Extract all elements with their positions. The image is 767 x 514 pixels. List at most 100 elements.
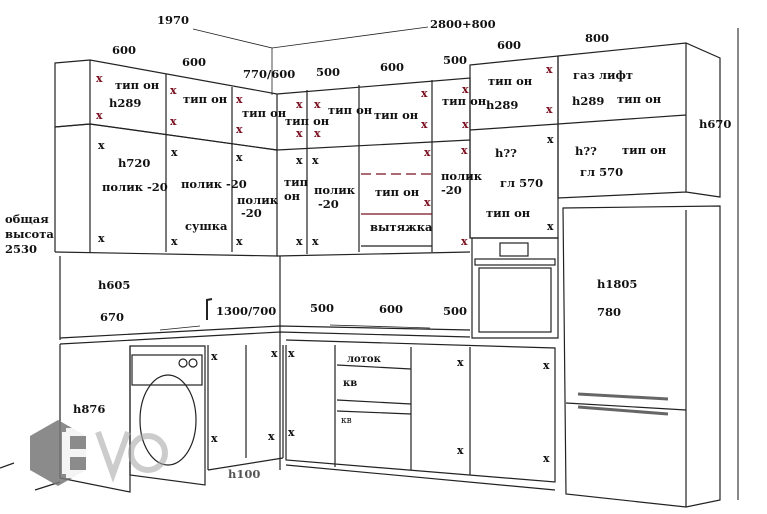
dim-total-height: общая [5, 212, 49, 226]
note-shelf: -20 [441, 183, 462, 197]
note-push-open: тип он [183, 92, 228, 106]
note-drawer: кв [341, 416, 352, 426]
dim-upper-height: h289 [486, 98, 519, 112]
note-shelf: полик [314, 183, 356, 197]
note-push-open: тип [284, 175, 309, 189]
dim-total-left: 1970 [157, 13, 190, 27]
note-push-open: тип он [115, 78, 160, 92]
hinge-mark: x [312, 154, 319, 167]
dim-fridge-width: 780 [597, 305, 622, 319]
hinge-mark: x [96, 109, 103, 122]
hinge-mark: x [268, 430, 275, 443]
dim-total-height: 2530 [5, 242, 38, 256]
note-push-open: тип он [442, 94, 487, 108]
note-push-open: тип он [285, 114, 330, 128]
dim-total-right: 2800+800 [430, 17, 496, 31]
hinge-mark: x [288, 426, 295, 439]
hinge-mark: x [296, 127, 303, 140]
hinge-mark: x [461, 144, 468, 157]
dim-wall-height: h720 [118, 156, 151, 170]
dim-unknown-height: h?? [575, 144, 597, 158]
hinge-mark: x [421, 87, 428, 100]
dim-upper-width: 600 [497, 38, 522, 52]
note-dryer: сушка [185, 219, 228, 233]
dim-upper-width: 600 [182, 55, 207, 69]
hinge-mark: x [457, 356, 464, 369]
dim-upper-width: 500 [316, 65, 341, 79]
note-drawer: кв [343, 378, 358, 389]
hinge-mark: x [546, 63, 553, 76]
dim-total-height: высота [5, 227, 54, 241]
dim-base-height: h876 [73, 402, 106, 416]
hinge-mark: x [288, 347, 295, 360]
hinge-mark: x [236, 235, 243, 248]
hinge-mark: x [98, 232, 105, 245]
dim-upper-height: h289 [572, 94, 605, 108]
dim-backsplash-width: 670 [100, 310, 125, 324]
hinge-mark: x [98, 139, 105, 152]
note-shelf: полик [441, 169, 483, 183]
dim-upper-width: 600 [380, 60, 405, 74]
hinge-mark: x [547, 133, 554, 146]
note-shelf: полик -20 [181, 177, 247, 191]
hinge-mark: x [211, 350, 218, 363]
hinge-mark: x [314, 127, 321, 140]
dim-upper-width: 800 [585, 31, 610, 45]
note-push-open: тип он [488, 74, 533, 88]
note-shelf: -20 [318, 197, 339, 211]
dim-right-upper-height: h670 [699, 117, 732, 131]
hinge-mark: x [547, 220, 554, 233]
dim-depth: гл 570 [580, 165, 624, 179]
hinge-mark: x [296, 154, 303, 167]
note-shelf: полик -20 [102, 180, 168, 194]
hinge-mark: x [457, 444, 464, 457]
hinge-mark: x [211, 432, 218, 445]
note-hood: вытяжка [370, 220, 433, 234]
dim-lower-width: 500 [310, 301, 335, 315]
note-tray: лоток [347, 354, 381, 365]
note-shelf: -20 [241, 206, 262, 220]
hinge-mark: x [424, 196, 431, 209]
hinge-mark: x [314, 98, 321, 111]
hinge-mark: x [421, 118, 428, 131]
hinge-mark: x [462, 83, 469, 96]
dim-depth: гл 570 [500, 176, 544, 190]
hinge-mark: x [296, 98, 303, 111]
hinge-mark: x [171, 146, 178, 159]
dim-fridge-height: h1805 [597, 277, 638, 291]
note-push-open: он [284, 189, 301, 203]
hinge-mark: x [543, 359, 550, 372]
note-push-open: тип он [328, 103, 373, 117]
note-push-open: тип он [374, 108, 419, 122]
hinge-mark: x [543, 452, 550, 465]
hinge-mark: x [236, 123, 243, 136]
hinge-mark: x [171, 235, 178, 248]
evo-logo-icon [30, 420, 168, 486]
dim-backsplash-height: h605 [98, 278, 131, 292]
hinge-mark: x [424, 146, 431, 159]
note-push-open: тип он [242, 106, 287, 120]
note-gas-lift: газ лифт [573, 68, 633, 82]
note-shelf: полик [237, 193, 279, 207]
dim-lower-width: 500 [443, 304, 468, 318]
note-push-open: тип он [622, 143, 667, 157]
hinge-mark: x [271, 347, 278, 360]
hinge-mark: x [170, 84, 177, 97]
dim-unknown-height: h?? [495, 146, 517, 160]
hinge-mark: x [170, 115, 177, 128]
dim-lower-width: 600 [379, 302, 404, 316]
dim-upper-width: 770/600 [243, 67, 296, 81]
hinge-mark: x [462, 118, 469, 131]
hinge-mark: x [546, 103, 553, 116]
hinge-mark: x [461, 235, 468, 248]
dim-plinth-height: h100 [228, 467, 261, 481]
hinge-mark: x [236, 151, 243, 164]
dim-upper-width: 600 [112, 43, 137, 57]
hinge-mark: x [312, 235, 319, 248]
dim-upper-height: h289 [109, 96, 142, 110]
dim-lower-width: 1300/700 [216, 304, 277, 318]
hinge-mark: x [96, 72, 103, 85]
hinge-mark: x [296, 235, 303, 248]
